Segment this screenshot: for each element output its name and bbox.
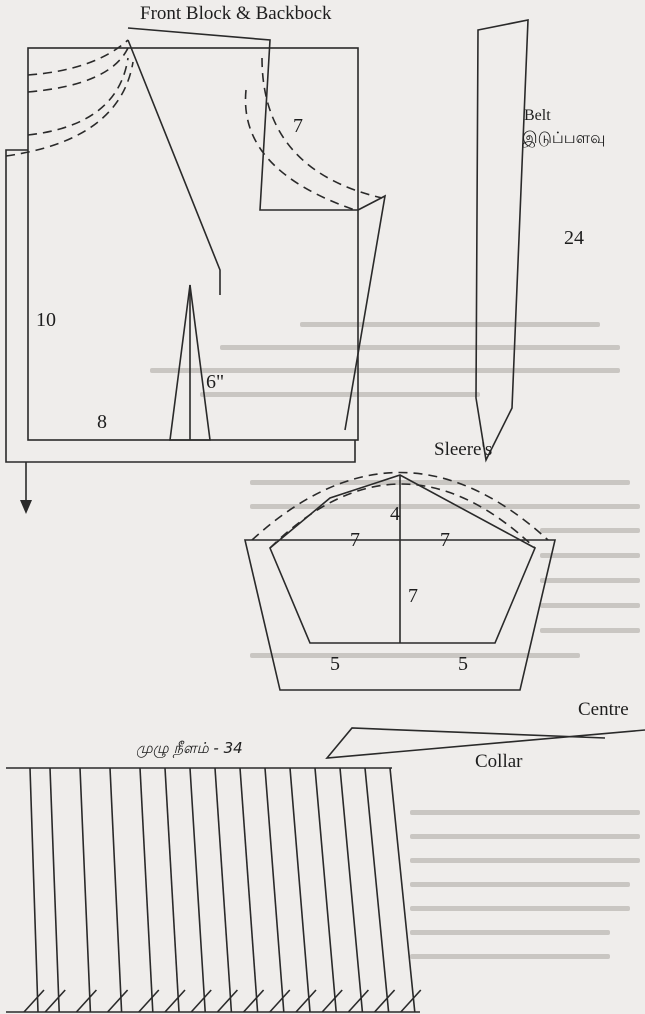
sleeves-label: Sleere's: [434, 439, 493, 460]
waist-measure: 8: [97, 411, 107, 433]
neck-slope: [127, 39, 221, 295]
skirt-pleat-fold: [295, 989, 317, 1013]
belt-label: Belt: [524, 107, 551, 124]
belt-label-tamil: இடுப்பளவு: [522, 128, 606, 147]
skirt-pleat-line: [29, 767, 39, 1013]
armhole-curve-1: [244, 89, 356, 211]
neckline-curve-3: [27, 57, 129, 136]
sleeve-pattern: [243, 471, 557, 691]
skirt-pleat-fold: [269, 989, 291, 1013]
skirt-pleat-line: [139, 767, 154, 1013]
belt-length: 24: [564, 227, 584, 249]
skirt-pleat-line: [389, 767, 416, 1013]
belt-outline: [475, 19, 529, 463]
diagram-title: Front Block & Backbock: [140, 3, 332, 24]
skirt-pleat-fold: [164, 989, 186, 1013]
block-outline: [27, 47, 359, 441]
sleeve-cap-height: 4: [390, 503, 400, 525]
skirt-pleat-line: [164, 767, 180, 1013]
down-arrow-head: [20, 500, 32, 514]
sleeve-cap-curve-1: [269, 483, 536, 549]
skirt-pleat-line: [339, 767, 364, 1013]
skirt-pleat-fold: [243, 989, 265, 1013]
sleeve-bottom-left: 5: [330, 653, 340, 675]
skirt-pleat-line: [314, 767, 337, 1013]
skirt-pleat-fold: [400, 989, 422, 1013]
armhole-measure: 7: [293, 115, 303, 137]
skirt-pleat-line: [109, 767, 123, 1013]
front-back-block: [5, 27, 387, 514]
dart-length: 6": [206, 371, 225, 393]
back-block-outline: [5, 149, 356, 463]
collar-outline: [325, 727, 645, 759]
skirt-pleat-fold: [190, 989, 212, 1013]
skirt-pleat-fold: [374, 989, 396, 1013]
skirt-pleat-line: [264, 767, 285, 1013]
neckline-curve-1: [27, 39, 129, 76]
sleeve-outline: [243, 539, 557, 691]
skirt-pleat-fold: [216, 989, 238, 1013]
skirt-pleat-line: [239, 767, 259, 1013]
skirt-pleat-line: [364, 767, 390, 1013]
skirt-length-label: முழு நீளம் - 34: [136, 739, 243, 757]
neckline-curve-4: [5, 61, 134, 157]
neckline-curve-2: [27, 47, 129, 93]
sleeve-cap-curve-2: [251, 471, 549, 541]
sleeve-length: 7: [408, 585, 418, 607]
skirt-pleats: [6, 767, 422, 1013]
skirt-pleat-fold: [44, 989, 66, 1013]
sleeve-inner-shape: [269, 474, 537, 644]
sleeve-left-width: 7: [350, 529, 360, 551]
armhole-curve-2: [261, 57, 383, 199]
collar-pattern: [325, 727, 645, 759]
skirt-pleat-fold: [321, 989, 343, 1013]
skirt-pleat-line: [49, 767, 60, 1013]
skirt-pleat-fold: [23, 989, 45, 1013]
sleeve-bottom-right: 5: [458, 653, 468, 675]
skirt-pleat-fold: [347, 989, 369, 1013]
shoulder-line: [127, 27, 358, 211]
collar-label: Collar: [475, 751, 523, 772]
skirt-pleat-line: [79, 767, 92, 1013]
skirt-pleat-line: [214, 767, 233, 1013]
skirt-pleat-fold: [107, 989, 129, 1013]
side-seam: [344, 194, 387, 431]
skirt-pleat-fold: [138, 989, 160, 1013]
sleeve-right-width: 7: [440, 529, 450, 551]
skirt-pleat-fold: [75, 989, 97, 1013]
background-text: [150, 322, 640, 959]
skirt-pleat-line: [189, 767, 206, 1013]
collar-centre-label: Centre: [578, 699, 629, 720]
side-measure: 10: [36, 309, 56, 331]
skirt-pleat-line: [289, 767, 311, 1013]
